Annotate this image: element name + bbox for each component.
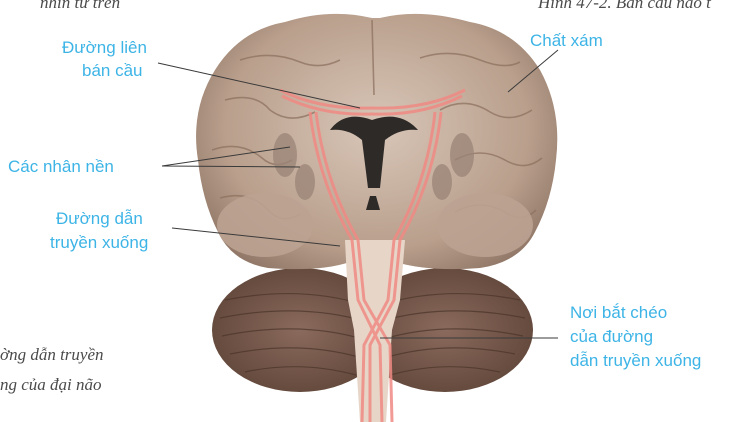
caption-top-left: nhìn từ trên [40, 0, 120, 16]
label-duong-dan-truyen-2: truyền xuống [50, 232, 148, 254]
label-noi-bat-cheo-3: dẫn truyền xuống [570, 350, 701, 372]
label-cac-nhan-nen: Các nhân nền [8, 156, 114, 178]
label-chat-xam: Chất xám [530, 30, 603, 52]
label-noi-bat-cheo-2: của đường [570, 326, 653, 348]
temporal-right [437, 193, 533, 257]
label-duong-lien-ban-cau-2: bán cầu [82, 60, 143, 82]
label-duong-dan-truyen-1: Đường dẫn [56, 208, 143, 230]
caption-bottom-line-2: ng của đại não [0, 372, 102, 398]
label-duong-lien-ban-cau-1: Đường liên [62, 37, 147, 59]
caption-bottom-line-1: ờng dẫn truyền [0, 342, 104, 368]
caption-top-right: Hình 47-2. Bán cầu não t [538, 0, 711, 16]
label-noi-bat-cheo-1: Nơi bắt chéo [570, 302, 667, 324]
temporal-left [217, 193, 313, 257]
